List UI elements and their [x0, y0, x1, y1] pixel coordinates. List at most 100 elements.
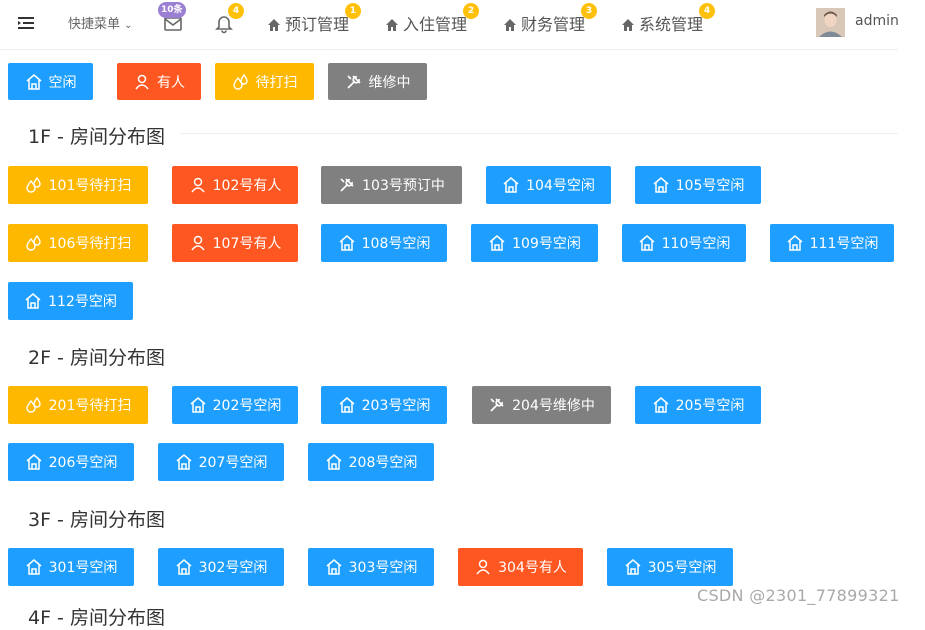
legend-occupied-label: 有人	[157, 74, 185, 91]
room-button[interactable]: 202号空闲	[172, 386, 298, 424]
room-button[interactable]: 107号有人	[172, 224, 298, 262]
room-label: 207号空闲	[198, 455, 268, 471]
room-label: 301号空闲	[48, 560, 118, 576]
legend-cleaning-button[interactable]: 待打扫	[215, 63, 314, 100]
room-label: 111号空闲	[809, 236, 879, 252]
legend-occupied-button[interactable]: 有人	[117, 63, 201, 100]
room-button[interactable]: 204号维修中	[472, 386, 611, 424]
room-button[interactable]: 111号空闲	[770, 224, 894, 262]
room-button[interactable]: 303号空闲	[308, 548, 434, 586]
room-label: 110号空闲	[661, 236, 731, 252]
user-icon	[191, 235, 205, 251]
room-button[interactable]: 305号空闲	[607, 548, 733, 586]
tools-icon	[346, 74, 361, 89]
floor-title-1f: 1F - 房间分布图	[28, 126, 165, 148]
room-label: 305号空闲	[647, 560, 717, 576]
nav-badge-system: 4	[699, 3, 715, 19]
room-label: 304号有人	[498, 560, 567, 576]
home-outline-icon	[653, 177, 669, 193]
room-label: 109号空闲	[512, 236, 581, 252]
room-button[interactable]: 101号待打扫	[8, 166, 148, 204]
room-button[interactable]: 112号空闲	[8, 282, 133, 320]
home-icon	[386, 19, 398, 31]
legend-free-button[interactable]: 空闲	[8, 63, 93, 100]
water-drop-icon	[25, 396, 41, 413]
room-button[interactable]: 109号空闲	[471, 224, 598, 262]
home-outline-icon	[639, 235, 655, 251]
room-button[interactable]: 203号空闲	[321, 386, 447, 424]
room-button[interactable]: 208号空闲	[308, 443, 434, 481]
user-icon	[476, 559, 490, 575]
user-name[interactable]: admin	[855, 13, 899, 29]
home-outline-icon	[25, 293, 41, 309]
home-outline-icon	[653, 397, 669, 413]
home-outline-icon	[176, 559, 192, 575]
room-label: 108号空闲	[361, 236, 431, 252]
legend-cleaning-label: 待打扫	[255, 74, 298, 91]
room-label: 112号空闲	[48, 294, 117, 310]
nav-badge-booking: 1	[345, 3, 361, 19]
room-button[interactable]: 302号空闲	[158, 548, 284, 586]
nav-menu-system-label: 系统管理	[639, 15, 704, 34]
home-outline-icon	[503, 177, 519, 193]
room-button[interactable]: 201号待打扫	[8, 386, 148, 424]
room-button[interactable]: 102号有人	[172, 166, 298, 204]
nav-menu-system[interactable]: 系统管理	[621, 11, 703, 35]
top-navbar: 快捷菜单 ⌄ 10条 4 预订管理 1 入住管理 2 财务管理 3 系统管理 4…	[0, 0, 899, 50]
floor-divider	[180, 133, 898, 134]
quick-menu-dropdown[interactable]: 快捷菜单 ⌄	[68, 13, 133, 32]
home-outline-icon	[26, 559, 42, 575]
room-label: 102号有人	[212, 178, 282, 194]
menu-toggle-icon[interactable]	[16, 13, 36, 33]
room-button[interactable]: 106号待打扫	[8, 224, 148, 262]
nav-menu-checkin[interactable]: 入住管理	[385, 11, 467, 35]
room-label: 208号空闲	[348, 455, 418, 471]
water-drop-icon	[25, 176, 41, 193]
room-button[interactable]: 104号空闲	[486, 166, 611, 204]
home-outline-icon	[787, 235, 803, 251]
nav-menu-finance[interactable]: 财务管理	[503, 11, 585, 35]
room-label: 104号空闲	[526, 178, 595, 194]
water-drop-icon	[25, 234, 41, 251]
nav-menu-checkin-label: 入住管理	[403, 15, 468, 34]
bell-badge: 4	[228, 3, 244, 19]
nav-menu-finance-label: 财务管理	[521, 15, 586, 34]
home-outline-icon	[176, 454, 192, 470]
room-button[interactable]: 105号空闲	[635, 166, 761, 204]
room-label: 105号空闲	[675, 178, 745, 194]
home-outline-icon	[26, 73, 41, 90]
room-button[interactable]: 207号空闲	[158, 443, 284, 481]
nav-badge-checkin: 2	[463, 3, 479, 19]
room-label: 303号空闲	[348, 560, 418, 576]
room-button[interactable]: 110号空闲	[622, 224, 746, 262]
home-icon	[268, 19, 280, 31]
room-button[interactable]: 205号空闲	[635, 386, 761, 424]
home-outline-icon	[339, 397, 355, 413]
home-outline-icon	[625, 559, 641, 575]
legend-repair-button[interactable]: 维修中	[328, 63, 427, 100]
mail-icon[interactable]	[162, 12, 184, 34]
floor-title-2f: 2F - 房间分布图	[28, 347, 165, 369]
nav-menu-booking[interactable]: 预订管理	[267, 11, 349, 35]
chevron-down-icon: ⌄	[124, 20, 133, 31]
room-button[interactable]: 206号空闲	[8, 443, 134, 481]
room-label: 202号空闲	[212, 398, 282, 414]
room-label: 106号待打扫	[48, 236, 132, 252]
home-outline-icon	[326, 559, 342, 575]
nav-badge-finance: 3	[581, 3, 597, 19]
room-button[interactable]: 103号预订中	[321, 166, 462, 204]
room-label: 302号空闲	[198, 560, 268, 576]
room-button[interactable]: 108号空闲	[321, 224, 447, 262]
room-label: 206号空闲	[48, 455, 118, 471]
quick-menu-label: 快捷菜单	[68, 17, 121, 32]
home-icon	[504, 19, 516, 31]
room-button[interactable]: 301号空闲	[8, 548, 134, 586]
avatar-face-icon	[816, 8, 845, 37]
room-label: 107号有人	[212, 236, 282, 252]
user-icon	[135, 74, 149, 89]
bell-icon[interactable]	[213, 12, 235, 34]
room-button[interactable]: 304号有人	[458, 548, 583, 586]
room-label: 103号预订中	[362, 178, 445, 194]
avatar[interactable]	[816, 8, 845, 37]
home-outline-icon	[339, 235, 355, 251]
